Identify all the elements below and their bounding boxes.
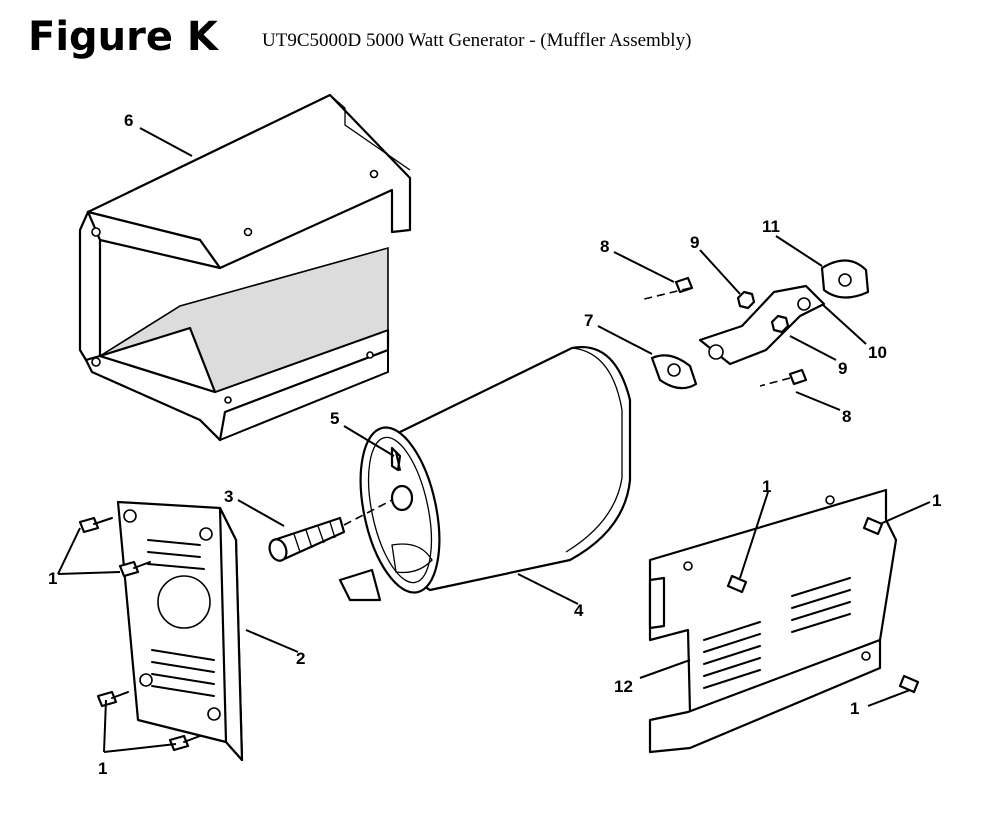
muffler-body-part-4	[338, 345, 632, 602]
muffler-cover-part-6	[78, 93, 412, 442]
callout-4: 4	[574, 601, 584, 620]
callout-12: 12	[614, 677, 633, 696]
callout-5: 5	[330, 409, 339, 428]
exhaust-gasket-part-7	[650, 354, 698, 390]
screw-part-5	[395, 451, 401, 471]
callout-7: 7	[584, 311, 593, 330]
nut-part-9	[736, 290, 790, 334]
callout-1-right-c: 1	[850, 699, 859, 718]
callout-2: 2	[296, 649, 305, 668]
callout-1-left-bottom: 1	[98, 759, 107, 778]
callout-8-bottom: 8	[842, 407, 851, 426]
bolt-part-8	[639, 276, 808, 387]
callout-9-bottom: 9	[838, 359, 847, 378]
callout-1-left-top: 1	[48, 569, 57, 588]
callout-1-right-a: 1	[762, 477, 771, 496]
callout-8-top: 8	[600, 237, 609, 256]
figure-title: UT9C5000D 5000 Watt Generator - (Muffler…	[262, 30, 692, 51]
leader-lines	[57, 127, 931, 753]
callout-11: 11	[762, 217, 780, 236]
side-cover-part-12	[648, 488, 920, 754]
spark-arrestor-part-3	[268, 499, 393, 562]
callout-3: 3	[224, 487, 233, 506]
exhaust-gasket-part-11	[820, 259, 870, 299]
callouts: 6 5 3 4 2 1 1 7 8 9 11 10 9 8 12 1 1 1	[48, 111, 941, 778]
exhaust-pipe-part-10	[698, 284, 826, 366]
figure-label: Figure K	[28, 14, 218, 60]
bolts-left-part-1	[78, 516, 201, 752]
callout-9-top: 9	[690, 233, 699, 252]
end-plate-part-2	[116, 500, 244, 762]
callout-6: 6	[124, 111, 133, 130]
callout-10: 10	[868, 343, 887, 362]
callout-1-right-b: 1	[932, 491, 941, 510]
